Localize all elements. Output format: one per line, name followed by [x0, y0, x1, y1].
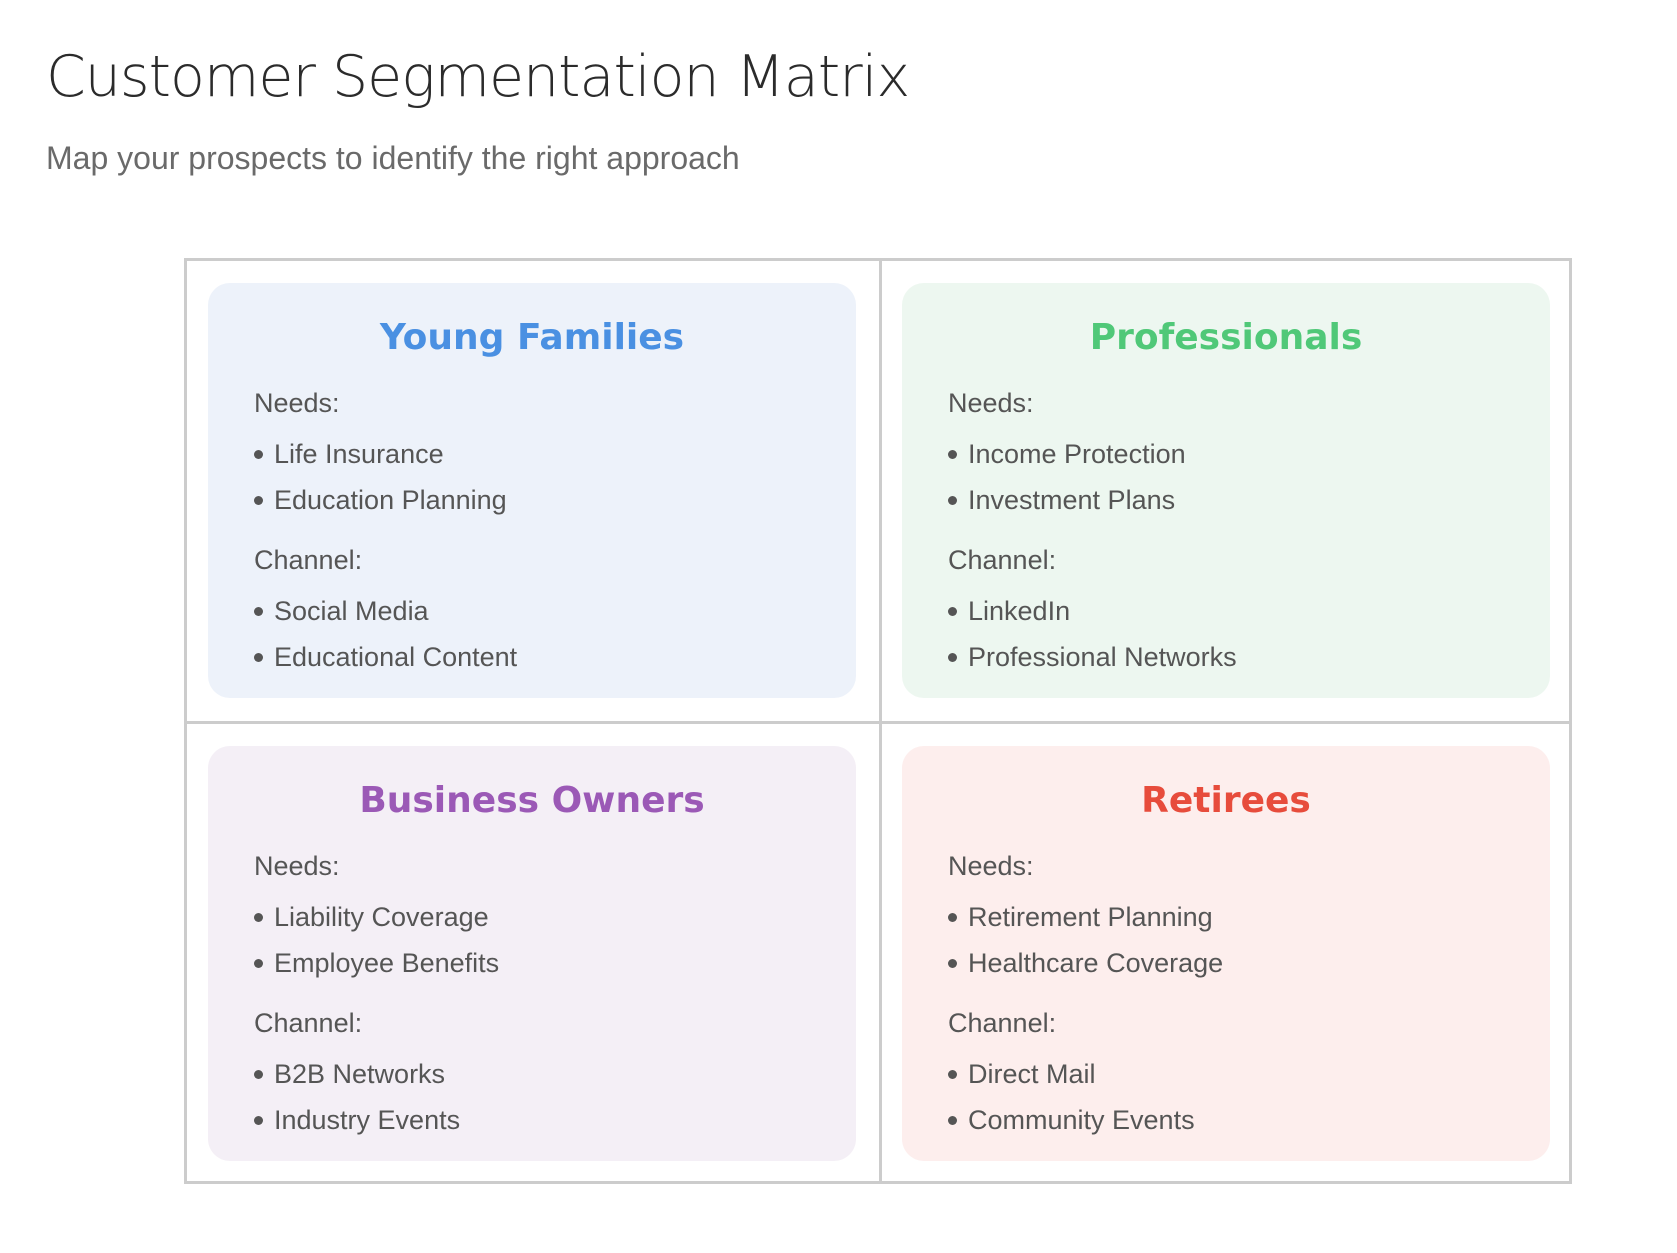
channel-text: Social Media — [274, 596, 429, 626]
list-item: Social Media — [254, 588, 810, 634]
quadrant-professionals: Professionals Needs: Income Protection I… — [902, 283, 1550, 698]
bullet-icon — [948, 652, 957, 662]
list-item: Industry Events — [254, 1097, 810, 1143]
channel-list: Direct Mail Community Events — [948, 1051, 1504, 1143]
channel-label: Channel: — [948, 1008, 1057, 1038]
channel-list: B2B Networks Industry Events — [254, 1051, 810, 1143]
channel-list: LinkedIn Professional Networks — [948, 588, 1504, 680]
quadrant-retirees: Retirees Needs: Retirement Planning Heal… — [902, 746, 1550, 1161]
quadrant-title: Retirees — [1141, 780, 1311, 821]
need-text: Healthcare Coverage — [968, 948, 1224, 978]
list-item: Professional Networks — [948, 634, 1504, 680]
needs-list: Income Protection Investment Plans — [948, 431, 1504, 523]
list-item: Life Insurance — [254, 431, 810, 477]
quadrant-title: Business Owners — [359, 780, 705, 821]
list-item: Direct Mail — [948, 1051, 1504, 1097]
bullet-icon — [948, 449, 957, 459]
list-item: LinkedIn — [948, 588, 1504, 634]
quadrant-young-families: Young Families Needs: Life Insurance Edu… — [208, 283, 856, 698]
bullet-icon — [948, 495, 957, 505]
bullet-icon — [254, 912, 263, 922]
quadrant-title: Young Families — [379, 317, 685, 358]
bullet-icon — [948, 1115, 957, 1125]
needs-label: Needs: — [948, 388, 1034, 418]
bullet-icon — [948, 1069, 957, 1079]
bullet-icon — [948, 958, 957, 968]
channel-text: Educational Content — [274, 642, 518, 672]
need-text: Income Protection — [968, 439, 1186, 469]
need-text: Retirement Planning — [968, 902, 1213, 932]
list-item: Retirement Planning — [948, 894, 1504, 940]
bullet-icon — [948, 912, 957, 922]
list-item: Healthcare Coverage — [948, 940, 1504, 986]
list-item: Employee Benefits — [254, 940, 810, 986]
channel-label: Channel: — [948, 545, 1057, 575]
list-item: Educational Content — [254, 634, 810, 680]
bullet-icon — [254, 1069, 263, 1079]
list-item: B2B Networks — [254, 1051, 810, 1097]
segmentation-matrix: Young Families Needs: Life Insurance Edu… — [184, 258, 1572, 1184]
needs-list: Liability Coverage Employee Benefits — [254, 894, 810, 986]
quadrant-title: Professionals — [1089, 317, 1363, 358]
list-item: Education Planning — [254, 477, 810, 523]
need-text: Investment Plans — [968, 485, 1176, 515]
bullet-icon — [254, 652, 263, 662]
page-subtitle: Map your prospects to identify the right… — [46, 140, 740, 176]
quadrant-business-owners: Business Owners Needs: Liability Coverag… — [208, 746, 856, 1161]
needs-label: Needs: — [948, 851, 1034, 881]
needs-label: Needs: — [254, 388, 340, 418]
channel-text: Industry Events — [274, 1105, 461, 1135]
matrix-horizontal-divider — [187, 721, 1569, 724]
list-item: Liability Coverage — [254, 894, 810, 940]
channel-text: B2B Networks — [274, 1059, 446, 1089]
bullet-icon — [948, 606, 957, 616]
bullet-icon — [254, 958, 263, 968]
bullet-icon — [254, 449, 263, 459]
list-item: Income Protection — [948, 431, 1504, 477]
channel-text: LinkedIn — [968, 596, 1071, 626]
channel-label: Channel: — [254, 545, 363, 575]
need-text: Life Insurance — [274, 439, 444, 469]
bullet-icon — [254, 1115, 263, 1125]
need-text: Employee Benefits — [274, 948, 500, 978]
needs-list: Life Insurance Education Planning — [254, 431, 810, 523]
bullet-icon — [254, 606, 263, 616]
channel-label: Channel: — [254, 1008, 363, 1038]
channel-text: Direct Mail — [968, 1059, 1096, 1089]
channel-text: Professional Networks — [968, 642, 1237, 672]
channel-text: Community Events — [968, 1105, 1195, 1135]
need-text: Education Planning — [274, 485, 507, 515]
need-text: Liability Coverage — [274, 902, 489, 932]
bullet-icon — [254, 495, 263, 505]
list-item: Investment Plans — [948, 477, 1504, 523]
list-item: Community Events — [948, 1097, 1504, 1143]
needs-label: Needs: — [254, 851, 340, 881]
needs-list: Retirement Planning Healthcare Coverage — [948, 894, 1504, 986]
page-title: Customer Segmentation Matrix — [46, 44, 910, 110]
channel-list: Social Media Educational Content — [254, 588, 810, 680]
